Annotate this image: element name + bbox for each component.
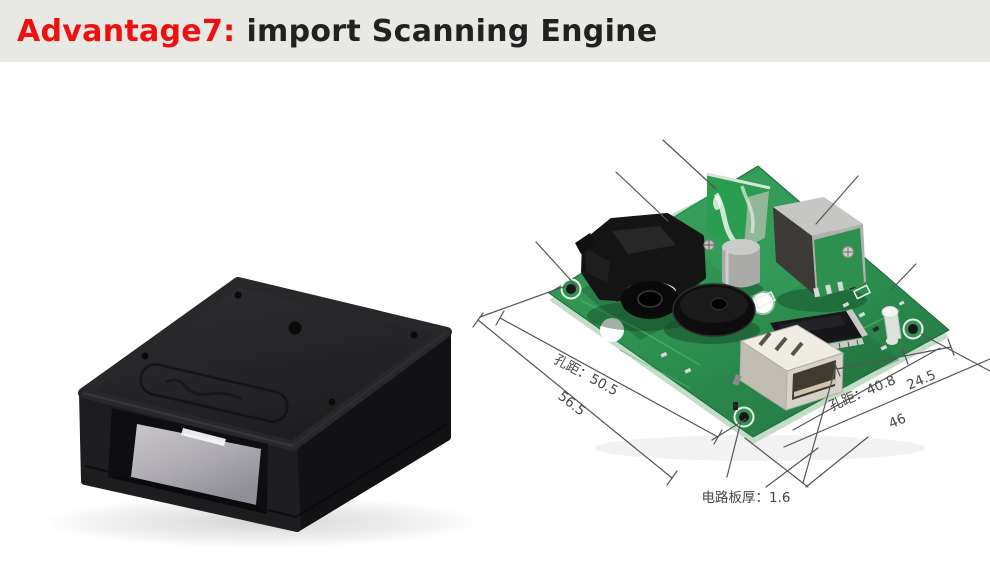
metal-box-component [773,197,866,298]
dimension-lines-right [783,333,990,484]
mounting-hole-top-left [560,278,582,300]
callout-line-hole [535,241,578,288]
callout-line-metal-box [815,175,859,225]
mirror-board [706,172,771,251]
scanner-right-edge-highlight [292,331,448,447]
usb-tongue [794,379,835,397]
module-screw [703,239,715,251]
buzzer-component [672,283,756,337]
title-bar: Advantage7: import Scanning Engine [0,0,990,62]
dim-label-board-thickness: 电路板厚：1.6 [702,490,791,506]
annotation-lines [472,139,990,488]
pcb-photo [548,165,950,461]
scan-engine-module [575,213,715,319]
scanner-window-glint [181,428,226,446]
dim-label-edge-right: 46 [886,411,908,432]
pcb-edge-notch [600,318,624,342]
title-text: import Scanning Engine [246,13,658,49]
usb-port [732,324,845,411]
callout-lines [535,139,917,292]
pcb-shadow [595,435,925,461]
scanner-front-edge-highlight [82,392,294,447]
scanner-case-seam [84,423,448,518]
led-component [881,306,902,345]
scanner-screw-holes [141,291,418,406]
scanner-box-photo [42,277,482,548]
cylinder-component [722,239,760,288]
metal-box-screw [842,246,854,258]
scanner-window-lower-bezel [108,477,267,514]
pcb-mounting-holes [560,278,924,428]
scanner-logo-recess [139,363,289,423]
mounting-hole-bottom [733,406,755,428]
scanner-window-glass [131,424,261,505]
metal-box-pins [813,281,844,298]
title-accent-text: Advantage7: [17,13,236,49]
mounting-hole-right [902,318,924,340]
dimension-lines-left [472,285,747,486]
dim-label-edge-left: 56.5 [555,388,589,419]
callout-line-led [889,263,917,292]
scanner-led-hole [288,321,302,335]
callout-line-module [615,171,669,222]
thickness-leader-lines [726,420,869,488]
callout-line-mirror [662,139,717,190]
metal-box-green-panel [814,228,864,298]
dim-label-small-right: 24.5 [904,367,938,393]
